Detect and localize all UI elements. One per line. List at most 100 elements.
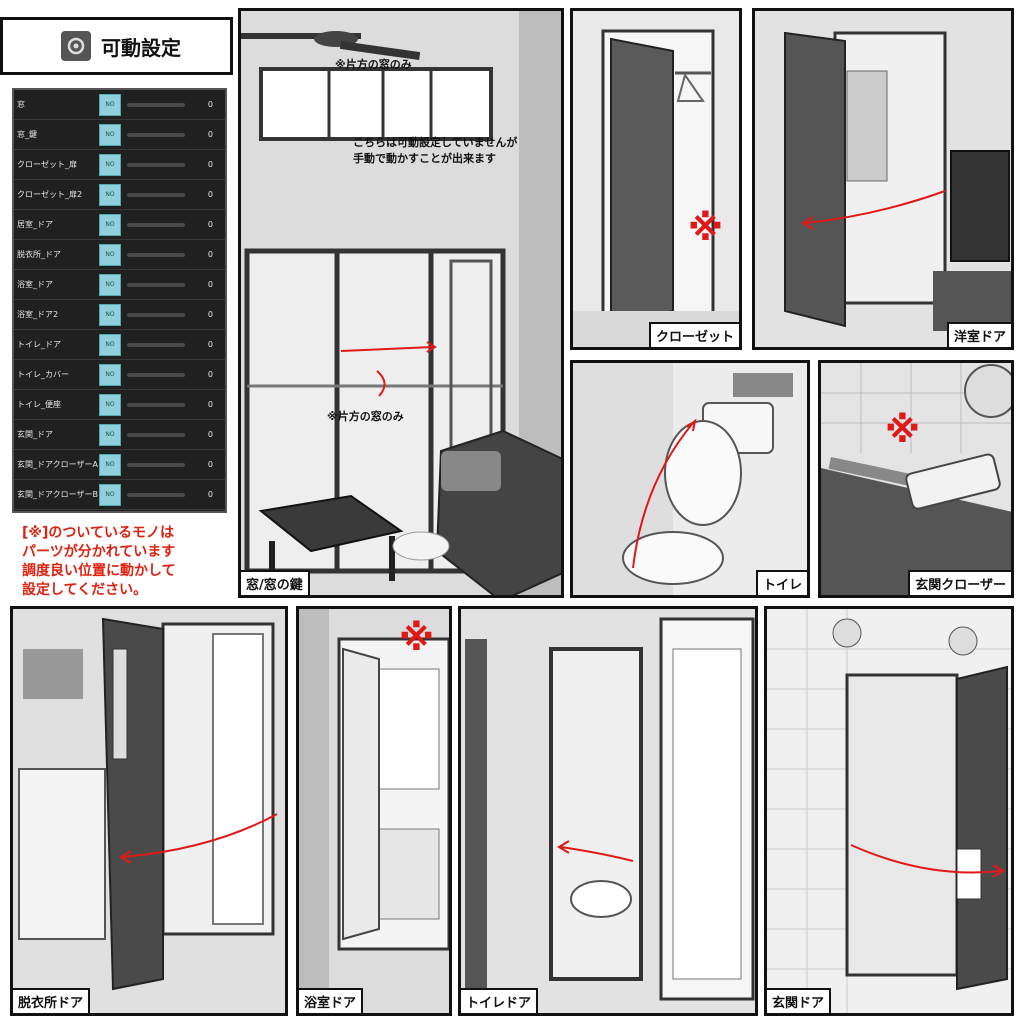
setting-label: 窓 xyxy=(17,100,25,109)
value-slider[interactable] xyxy=(127,372,185,377)
separate-part-mark: ※ xyxy=(885,410,920,451)
entrance-door-illustration xyxy=(767,609,1011,1013)
note-line: [※]のついているモノは xyxy=(22,525,174,541)
door-closer-panel: ※ 玄関クローザー xyxy=(818,360,1014,598)
setting-row: トイレ_ドア NO 0 xyxy=(14,330,225,360)
setting-row: 脱衣所_ドア NO 0 xyxy=(14,240,225,270)
separate-part-mark: ※ xyxy=(399,618,434,659)
window-top-note: ※片方の窓のみ xyxy=(335,58,412,71)
setting-value: 0 xyxy=(207,340,213,349)
toggle-button[interactable]: NO xyxy=(99,183,121,206)
panel-caption: トイレ xyxy=(755,570,807,595)
toggle-button[interactable]: NO xyxy=(99,273,121,296)
value-slider[interactable] xyxy=(127,492,185,497)
setting-label: 脱衣所_ドア xyxy=(17,250,61,259)
western-door-panel: 洋室ドア xyxy=(752,8,1014,350)
panel-caption: 玄関ドア xyxy=(767,988,832,1013)
toggle-button[interactable]: NO xyxy=(99,363,121,386)
manual-note-line: 手動で動かすことが出来ます xyxy=(353,152,496,165)
separate-part-mark: ※ xyxy=(688,208,723,249)
instruction-note: [※]のついているモノは パーツが分かれています 調度良い位置に動かして 設定し… xyxy=(22,524,227,600)
toggle-button[interactable]: NO xyxy=(99,243,121,266)
toggle-button[interactable]: NO xyxy=(99,153,121,176)
value-slider[interactable] xyxy=(127,432,185,437)
western-door-illustration xyxy=(755,11,1011,347)
setting-row: 浴室_ドア NO 0 xyxy=(14,270,225,300)
setting-label: 居室_ドア xyxy=(17,220,53,229)
toilet-illustration xyxy=(573,363,807,595)
setting-value: 0 xyxy=(207,250,213,259)
value-slider[interactable] xyxy=(127,192,185,197)
panel-caption: 洋室ドア xyxy=(946,322,1011,347)
setting-label: 浴室_ドア xyxy=(17,280,53,289)
setting-row: 窓 NO 0 xyxy=(14,90,225,120)
app-header: 可動設定 xyxy=(0,17,233,75)
value-slider[interactable] xyxy=(127,132,185,137)
value-slider[interactable] xyxy=(127,102,185,107)
window-lower-note: ※片方の窓のみ xyxy=(327,410,404,423)
bath-door-panel: ※ 浴室ドア xyxy=(296,606,452,1016)
settings-icon xyxy=(61,31,91,61)
value-slider[interactable] xyxy=(127,312,185,317)
toggle-button[interactable]: NO xyxy=(99,93,121,116)
toggle-button[interactable]: NO xyxy=(99,453,121,476)
setting-value: 0 xyxy=(207,370,213,379)
setting-value: 0 xyxy=(207,430,213,439)
toggle-button[interactable]: NO xyxy=(99,423,121,446)
toggle-button[interactable]: NO xyxy=(99,393,121,416)
panel-caption: トイレドア xyxy=(461,988,539,1013)
toggle-button[interactable]: NO xyxy=(99,213,121,236)
toilet-door-panel: トイレドア xyxy=(458,606,758,1016)
note-line: パーツが分かれています xyxy=(22,544,176,560)
bath-door-illustration xyxy=(299,609,449,1013)
value-slider[interactable] xyxy=(127,282,185,287)
toggle-button[interactable]: NO xyxy=(99,333,121,356)
dressing-door-illustration xyxy=(13,609,285,1013)
toggle-button[interactable]: NO xyxy=(99,123,121,146)
panel-caption: 玄関クローザー xyxy=(908,570,1011,595)
panel-caption: 窓/窓の鍵 xyxy=(241,570,310,595)
setting-row: トイレ_カバー NO 0 xyxy=(14,360,225,390)
setting-label: クローゼット_扉2 xyxy=(17,190,83,199)
value-slider[interactable] xyxy=(127,222,185,227)
setting-label: 玄関_ドアクローザーB xyxy=(17,490,98,499)
setting-label: クローゼット_扉 xyxy=(17,160,77,169)
setting-value: 0 xyxy=(207,100,213,109)
setting-label: トイレ_ドア xyxy=(17,340,61,349)
value-slider[interactable] xyxy=(127,252,185,257)
value-slider[interactable] xyxy=(127,342,185,347)
setting-value: 0 xyxy=(207,280,213,289)
setting-value: 0 xyxy=(207,460,213,469)
manual-note-line: こちらは可動設定していませんが xyxy=(353,136,518,149)
window-illustration xyxy=(241,11,561,595)
panel-caption: 浴室ドア xyxy=(299,988,364,1013)
window-panel: ※片方の窓のみ こちらは可動設定していませんが 手動で動かすことが出来ます ※片… xyxy=(238,8,564,598)
closet-panel: ※ クローゼット xyxy=(570,8,742,350)
toilet-panel: トイレ xyxy=(570,360,810,598)
note-line: 調度良い位置に動かして xyxy=(22,563,176,579)
setting-row: 居室_ドア NO 0 xyxy=(14,210,225,240)
setting-label: 玄関_ドア xyxy=(17,430,53,439)
value-slider[interactable] xyxy=(127,462,185,467)
setting-label: 玄関_ドアクローザーA xyxy=(17,460,98,469)
toggle-button[interactable]: NO xyxy=(99,483,121,506)
panel-caption: 脱衣所ドア xyxy=(13,988,91,1013)
setting-value: 0 xyxy=(207,130,213,139)
toggle-button[interactable]: NO xyxy=(99,303,121,326)
page-title: 可動設定 xyxy=(101,35,181,60)
setting-label: トイレ_カバー xyxy=(17,370,69,379)
entrance-door-panel: 玄関ドア xyxy=(764,606,1014,1016)
value-slider[interactable] xyxy=(127,162,185,167)
note-line: 設定してください。 xyxy=(22,582,148,598)
setting-value: 0 xyxy=(207,220,213,229)
dressing-door-panel: 脱衣所ドア xyxy=(10,606,288,1016)
panel-caption: クローゼット xyxy=(648,322,739,347)
value-slider[interactable] xyxy=(127,402,185,407)
